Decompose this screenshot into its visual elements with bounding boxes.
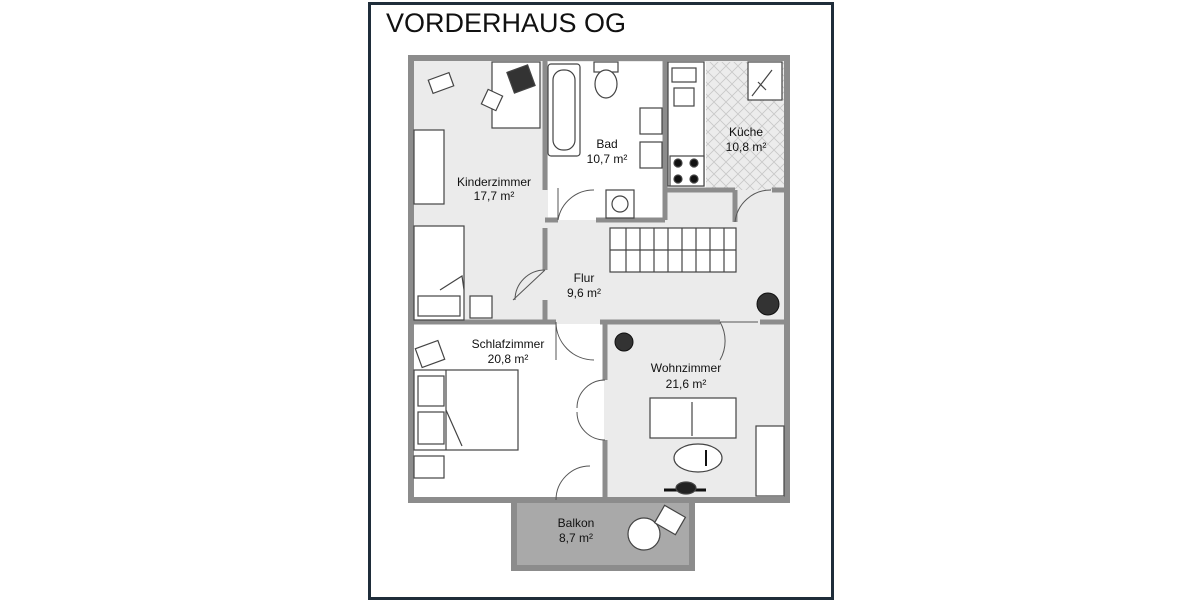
staircase [609,227,737,273]
schlafzimmer-area: 20,8 m² [488,352,529,366]
kids-bed [413,225,493,321]
flur-name: Flur [574,271,595,285]
kueche-name: Küche [729,125,763,139]
kitchen-counter [667,61,705,187]
toilet [593,61,619,99]
kinderzimmer-area: 17,7 m² [474,189,515,203]
wohnzimmer-area: 21,6 m² [666,377,707,391]
washbasins [639,107,663,169]
kinderzimmer-name: Kinderzimmer [457,175,531,189]
plan-title: VORDERHAUS OG [386,8,627,38]
door-swings [512,188,772,501]
plant-icon [614,292,780,352]
double-bed [413,339,519,479]
kids-wardrobe [413,129,445,205]
kueche-area: 10,8 m² [726,140,767,154]
schlafzimmer-name: Schlafzimmer [472,337,545,351]
kids-desk [427,61,541,129]
balcony-furniture [627,504,687,551]
balkon-area: 8,7 m² [559,531,593,545]
balkon-name: Balkon [558,516,595,530]
wohnzimmer-name: Wohnzimmer [651,361,721,375]
bad-area: 10,7 m² [587,152,628,166]
living-furniture [649,397,785,497]
outer-walls [408,55,790,571]
flur-area: 9,6 m² [567,286,601,300]
fridge [747,61,783,101]
bad-name: Bad [596,137,617,151]
room-labels: Kinderzimmer 17,7 m² Bad 10,7 m² Küche 1… [457,125,766,545]
bathtub [547,63,581,157]
washing-machine [605,189,635,219]
inner-walls [411,58,787,503]
